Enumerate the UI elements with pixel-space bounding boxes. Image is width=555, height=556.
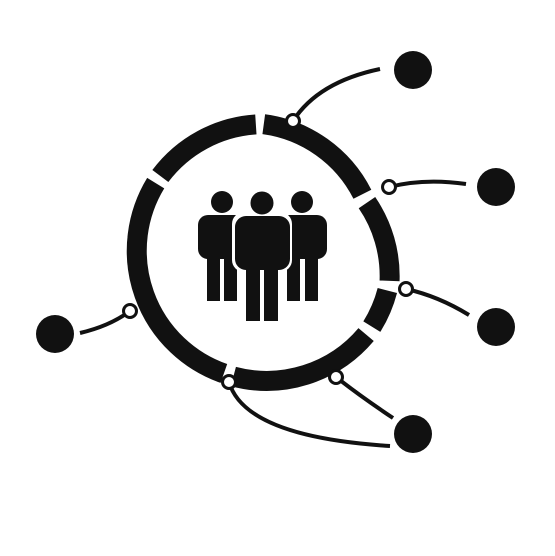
connectors (36, 51, 515, 453)
ring-segment (262, 114, 372, 200)
connector-bottom (221, 374, 391, 448)
connector-lower-right (398, 281, 515, 346)
ring-segment (152, 114, 257, 183)
segmented-ring (126, 114, 400, 391)
ring-segment (126, 177, 228, 383)
ring-segment (363, 287, 398, 332)
connector-left (36, 303, 138, 353)
ring-segment (230, 328, 374, 391)
ring-segment (358, 196, 400, 282)
person-center-icon (235, 188, 290, 321)
connector-bottom-right (328, 369, 432, 453)
people-group-icon (198, 188, 327, 324)
connector-top (285, 51, 432, 129)
connector-upper-right (381, 168, 515, 206)
